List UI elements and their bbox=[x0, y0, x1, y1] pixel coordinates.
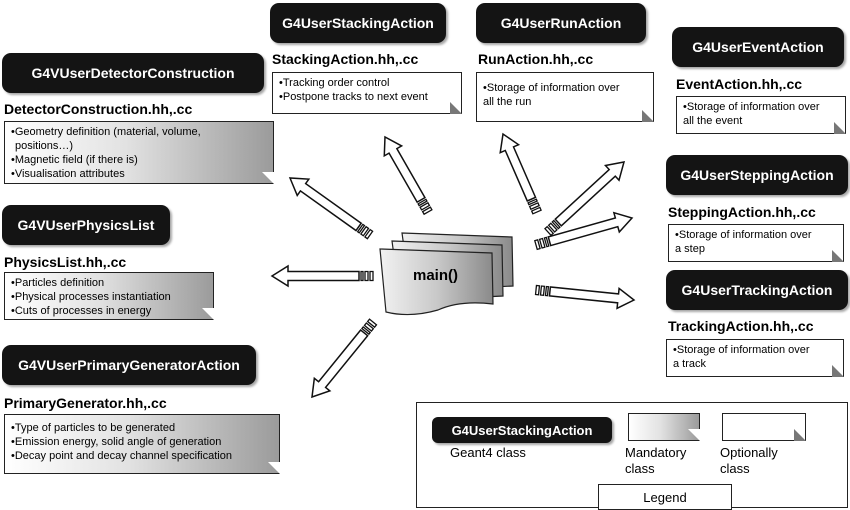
arrow-to-run-shaft bbox=[499, 132, 537, 202]
arrow-group bbox=[270, 132, 636, 399]
legend-optional-caption: Optionally class bbox=[720, 445, 778, 477]
arrow-to-stepping-shaft bbox=[547, 211, 634, 247]
legend-optional-swatch bbox=[722, 413, 806, 441]
legend-class-example: G4UserStackingAction bbox=[432, 417, 612, 443]
arrow-to-event bbox=[544, 161, 626, 237]
note-line: a step bbox=[675, 243, 705, 255]
stacking-action-class: G4UserStackingAction bbox=[270, 3, 446, 43]
arrow-to-tracking-tail-1 bbox=[539, 285, 546, 297]
note-line: a track bbox=[673, 358, 707, 370]
note-line: •Cuts of processes in energy bbox=[11, 305, 152, 317]
primary-generator-file: PrimaryGenerator.hh,.cc bbox=[4, 395, 167, 411]
run-action-file: RunAction.hh,.cc bbox=[478, 51, 594, 67]
arrow-to-detector-shaft bbox=[288, 177, 363, 232]
event-action-file: EventAction.hh,.cc bbox=[676, 76, 803, 92]
arrow-to-detector-tail-2 bbox=[356, 223, 366, 234]
stepping-action-note: •Storage of information over a step bbox=[668, 224, 844, 262]
arrow-to-primary-shaft bbox=[311, 328, 369, 399]
note-line: •Particles definition bbox=[11, 277, 105, 289]
note-line: •Postpone tracks to next event bbox=[279, 91, 428, 103]
event-action-note: •Storage of information over all the eve… bbox=[676, 96, 846, 134]
arrow-to-tracking-tail-0 bbox=[534, 284, 541, 296]
arrow-to-run bbox=[499, 132, 542, 215]
arrow-to-primary bbox=[311, 318, 378, 399]
legend-mandatory-swatch bbox=[628, 413, 700, 441]
detector-construction-note: •Geometry definition (material, volume, … bbox=[4, 121, 274, 184]
note-line: •Tracking order control bbox=[279, 77, 390, 89]
note-line: all the run bbox=[483, 96, 532, 108]
run-action-note: •Storage of information over all the run bbox=[476, 72, 654, 122]
arrow-to-tracking-shaft bbox=[548, 286, 636, 310]
primary-generator-note: •Type of particles to be generated •Emis… bbox=[4, 414, 280, 474]
arrow-to-physics-shaft bbox=[270, 264, 360, 288]
note-line: •Geometry definition (material, volume, bbox=[11, 126, 201, 138]
arrow-to-stepping-tail-0 bbox=[533, 239, 541, 251]
arrow-to-detector bbox=[288, 177, 374, 240]
arrow-to-event-tail-1 bbox=[547, 222, 558, 233]
arrow-to-detector-tail-0 bbox=[364, 228, 374, 240]
tracking-action-note: •Storage of information over a track bbox=[666, 339, 844, 377]
arrow-to-physics-tail-2 bbox=[360, 270, 364, 282]
legend-optional-line: Optionally bbox=[720, 445, 778, 460]
arrow-to-stepping-tail-2 bbox=[543, 236, 550, 248]
arrow-to-stacking-tail-1 bbox=[419, 201, 431, 211]
arrow-to-primary-tail-2 bbox=[361, 326, 372, 336]
detector-construction-file: DetectorConstruction.hh,.cc bbox=[4, 101, 193, 117]
note-line: positions…) bbox=[15, 140, 74, 152]
main-stack bbox=[379, 232, 514, 316]
arrow-to-tracking-tail-2 bbox=[544, 285, 550, 297]
note-line: •Decay point and decay channel specifica… bbox=[11, 450, 232, 462]
arrow-to-event-tail-0 bbox=[544, 225, 555, 237]
stacking-action-file: StackingAction.hh,.cc bbox=[272, 51, 419, 67]
note-line: •Physical processes instantiation bbox=[11, 291, 171, 303]
stepping-action-file: SteppingAction.hh,.cc bbox=[668, 204, 816, 220]
arrow-to-stacking-tail-2 bbox=[417, 198, 428, 207]
arrow-to-stacking-shaft bbox=[383, 135, 426, 204]
arrow-to-stepping bbox=[533, 211, 634, 251]
arrow-to-event-shaft bbox=[554, 161, 626, 227]
physics-list-note: •Particles definition •Physical processe… bbox=[4, 272, 214, 320]
arrow-to-event-tail-2 bbox=[551, 219, 561, 230]
legend-title: Legend bbox=[598, 484, 732, 510]
arrow-to-tracking bbox=[534, 284, 636, 310]
legend-mandatory-line: class bbox=[625, 461, 655, 476]
detector-construction-class: G4VUserDetectorConstruction bbox=[2, 53, 264, 93]
arrow-to-primary-tail-1 bbox=[363, 322, 375, 332]
arrow-to-physics-tail-0 bbox=[369, 270, 374, 282]
note-line: •Emission energy, solid angle of generat… bbox=[11, 436, 222, 448]
arrow-to-primary-tail-0 bbox=[366, 318, 378, 329]
legend-mandatory-line: Mandatory bbox=[625, 445, 687, 460]
arrow-to-detector-tail-1 bbox=[359, 225, 370, 237]
physics-list-file: PhysicsList.hh,.cc bbox=[4, 254, 127, 270]
arrow-to-stepping-tail-1 bbox=[538, 237, 546, 249]
arrow-to-physics bbox=[270, 264, 374, 288]
stacking-action-note: •Tracking order control •Postpone tracks… bbox=[272, 72, 462, 114]
note-line: •Visualisation attributes bbox=[11, 168, 125, 180]
note-line: •Type of particles to be generated bbox=[11, 422, 176, 434]
main-function-label: main() bbox=[413, 267, 458, 284]
arrow-to-run-tail-1 bbox=[528, 202, 540, 211]
run-action-class: G4UserRunAction bbox=[476, 3, 646, 43]
note-line: •Storage of information over bbox=[675, 229, 812, 241]
stepping-action-class: G4UserSteppingAction bbox=[666, 155, 848, 195]
note-line: •Storage of information over bbox=[673, 344, 810, 356]
note-line: •Magnetic field (if there is) bbox=[11, 154, 138, 166]
tracking-action-class: G4UserTrackingAction bbox=[666, 270, 848, 310]
legend-mandatory-caption: Mandatory class bbox=[625, 445, 686, 477]
physics-list-class: G4VUserPhysicsList bbox=[2, 205, 170, 245]
tracking-action-file: TrackingAction.hh,.cc bbox=[668, 318, 814, 334]
event-action-class: G4UserEventAction bbox=[672, 27, 844, 67]
arrow-to-stacking bbox=[383, 135, 433, 216]
legend-optional-line: class bbox=[720, 461, 750, 476]
note-line: all the event bbox=[683, 115, 743, 127]
arrow-to-physics-tail-1 bbox=[364, 270, 369, 282]
legend-class-caption: Geant4 class bbox=[450, 445, 526, 460]
note-line: •Storage of information over bbox=[683, 101, 820, 113]
arrow-to-stacking-tail-0 bbox=[421, 206, 433, 216]
arrow-to-run-tail-0 bbox=[530, 206, 542, 215]
arrow-to-run-tail-2 bbox=[527, 198, 538, 206]
primary-generator-class: G4VUserPrimaryGeneratorAction bbox=[2, 345, 256, 385]
note-line: •Storage of information over bbox=[483, 82, 620, 94]
